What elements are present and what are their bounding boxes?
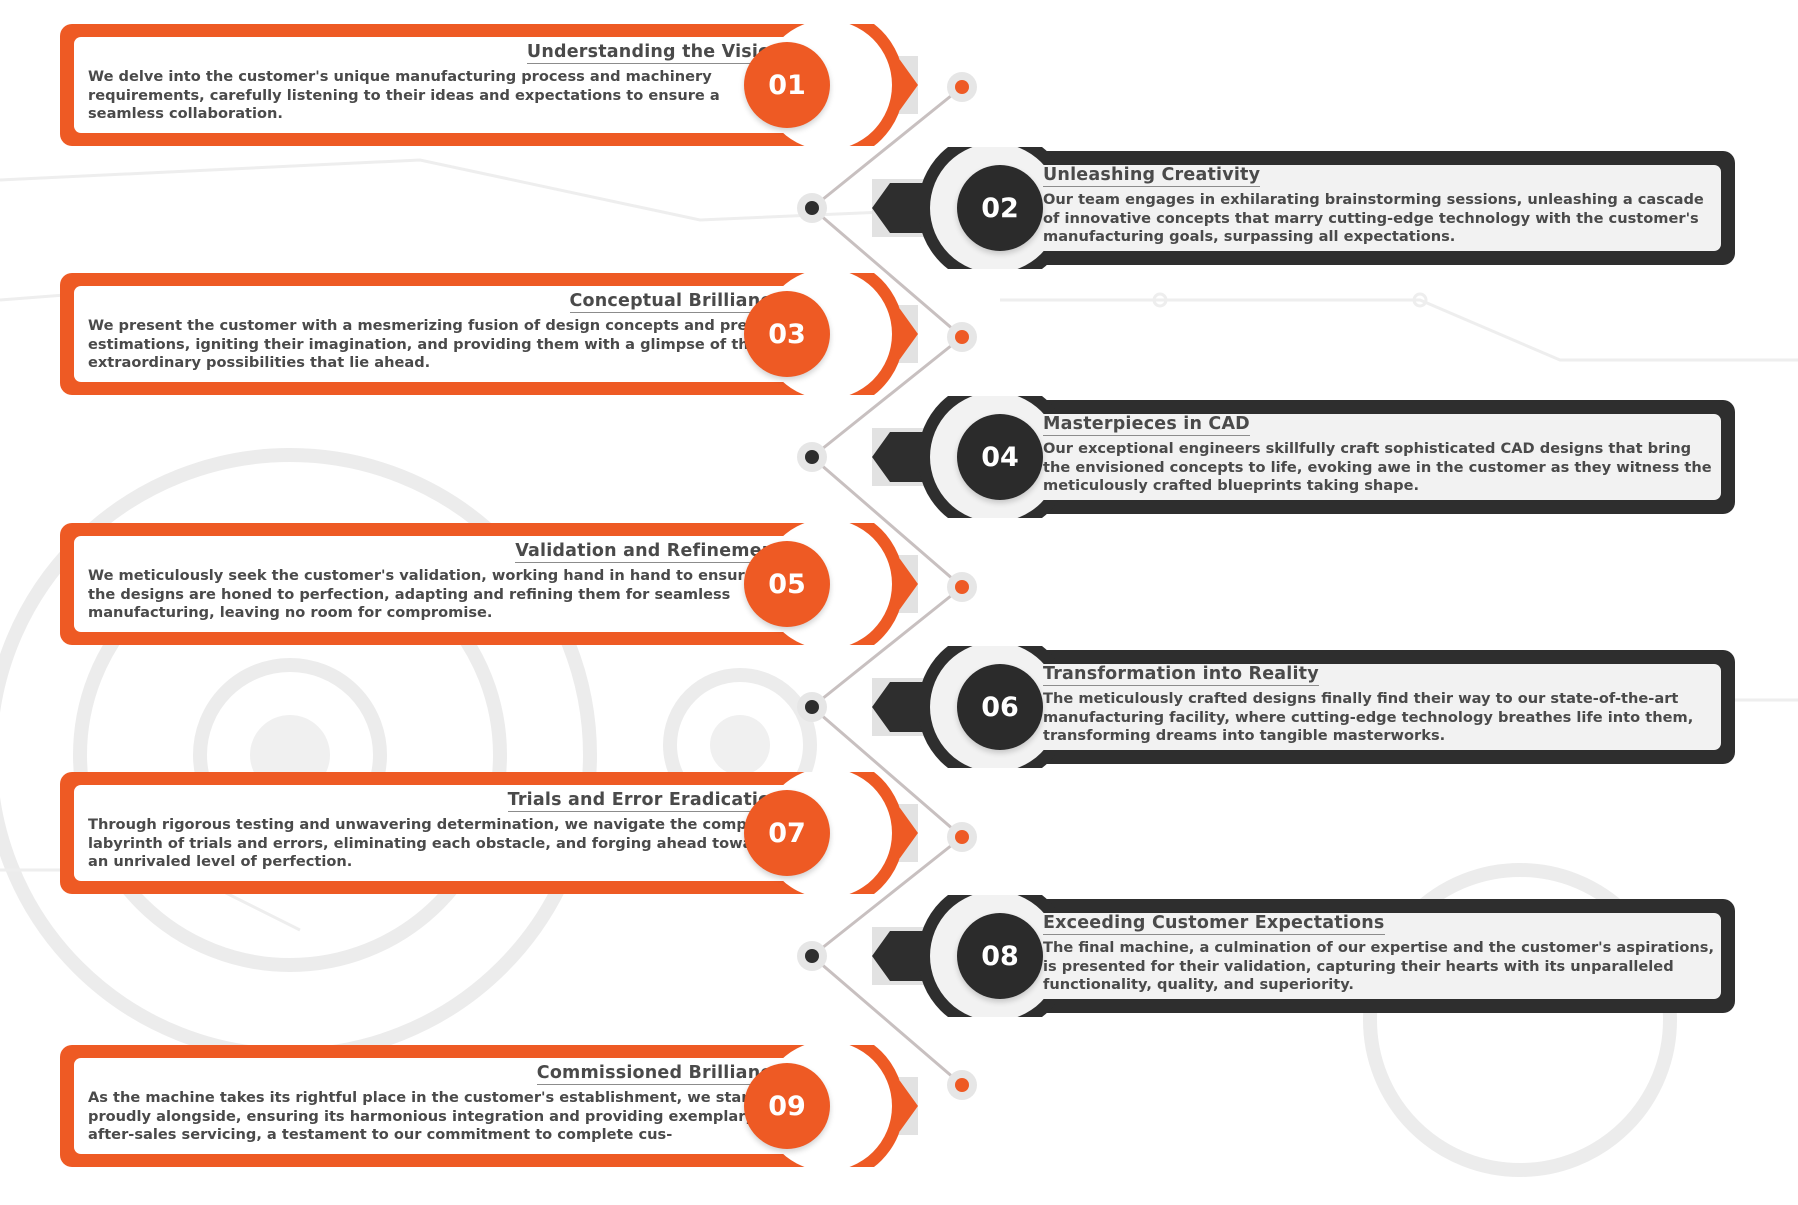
step-card-02: Unleashing Creativity Our team engages i…	[860, 147, 1740, 269]
connector-dots	[797, 72, 977, 1100]
connector-dot-dark	[797, 442, 827, 472]
connector-dot-orange	[947, 322, 977, 352]
step-number-badge: 03	[744, 291, 830, 377]
connector-dot-orange	[947, 822, 977, 852]
step-number-badge: 04	[957, 414, 1043, 500]
step-title: Exceeding Customer Expectations	[1043, 913, 1385, 935]
step-number-badge: 05	[744, 541, 830, 627]
step-title: Unleashing Creativity	[1043, 165, 1261, 187]
step-card-04: Masterpieces in CAD Our exceptional engi…	[860, 396, 1740, 518]
step-number-badge: 07	[744, 790, 830, 876]
step-card-09: Commissioned Brilliance As the machine t…	[60, 1045, 930, 1167]
step-card-03: Conceptual Brilliance We present the cus…	[60, 273, 930, 395]
step-number-badge: 09	[744, 1063, 830, 1149]
step-number-badge: 02	[957, 165, 1043, 251]
card-frame-orange	[60, 1045, 918, 1167]
step-number-badge: 01	[744, 42, 830, 128]
step-title: Masterpieces in CAD	[1043, 414, 1250, 436]
step-title: Trials and Error Eradication	[507, 790, 783, 812]
step-description: Our exceptional engineers skillfully cra…	[1043, 440, 1712, 494]
step-card-05: Validation and Refinement We meticulousl…	[60, 523, 930, 645]
connector-dot-orange	[947, 572, 977, 602]
step-description: We delve into the customer's unique manu…	[88, 68, 720, 122]
step-number-badge: 06	[957, 664, 1043, 750]
step-title: Commissioned Brilliance	[536, 1063, 783, 1085]
step-title: Transformation into Reality	[1043, 664, 1319, 686]
step-card-07: Trials and Error Eradication Through rig…	[60, 772, 930, 894]
step-description: Our team engages in exhilarating brainst…	[1043, 191, 1704, 245]
step-number-badge: 08	[957, 913, 1043, 999]
step-description: We meticulously seek the customer's vali…	[88, 567, 755, 621]
step-title: Understanding the Vision	[526, 42, 783, 64]
step-description: The meticulously crafted designs finally…	[1043, 690, 1694, 744]
connector-dot-orange	[947, 1070, 977, 1100]
connector-dot-dark	[797, 941, 827, 971]
step-description: We present the customer with a mesmerizi…	[88, 317, 780, 371]
step-card-08: Exceeding Customer Expectations The fina…	[860, 895, 1740, 1017]
step-description: As the machine takes its rightful place …	[88, 1089, 763, 1143]
step-title: Validation and Refinement	[515, 541, 783, 563]
step-card-01: Understanding the Vision We delve into t…	[60, 24, 930, 146]
connector-dot-dark	[797, 193, 827, 223]
step-card-06: Transformation into Reality The meticulo…	[860, 646, 1740, 768]
step-description: Through rigorous testing and unwavering …	[88, 816, 779, 870]
step-description: The final machine, a culmination of our …	[1043, 939, 1715, 993]
card-frame-dark	[872, 147, 1735, 269]
connector-dot-dark	[797, 692, 827, 722]
connector-dot-orange	[947, 72, 977, 102]
step-title: Conceptual Brilliance	[569, 291, 783, 313]
